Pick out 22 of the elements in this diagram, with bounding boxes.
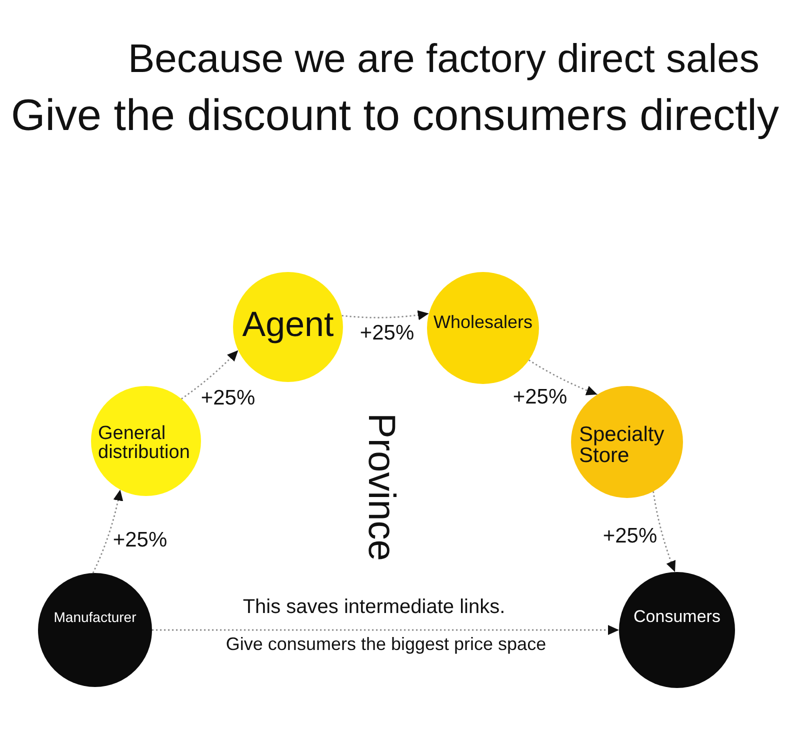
arrow: [528, 360, 598, 396]
heading: Because we are factory direct sales: [128, 39, 760, 79]
edge-label: +25%: [512, 386, 568, 408]
arrow: [652, 491, 676, 572]
note-text: Give consumers the biggest price space: [226, 635, 546, 653]
note-text: This saves intermediate links.: [242, 597, 506, 617]
edge-label: +25%: [112, 530, 168, 550]
edge-label: +25%: [200, 388, 256, 408]
node-label: Specialty Store: [579, 424, 666, 466]
vertical-label: Province: [362, 413, 400, 561]
arrow: [152, 625, 619, 635]
edge-label: +25%: [602, 526, 658, 546]
node-label: Agent: [242, 307, 334, 343]
node-label: General distribution: [98, 424, 191, 462]
node-label: Consumers: [634, 608, 720, 626]
arrow: [342, 310, 429, 320]
node-label: Wholesalers: [433, 312, 533, 332]
heading: Give the discount to consumers directly: [11, 94, 779, 138]
node-label: Manufacturer: [54, 610, 136, 624]
arrow: [92, 489, 124, 574]
edge-label: +25%: [360, 322, 414, 344]
arrow: [181, 350, 239, 400]
